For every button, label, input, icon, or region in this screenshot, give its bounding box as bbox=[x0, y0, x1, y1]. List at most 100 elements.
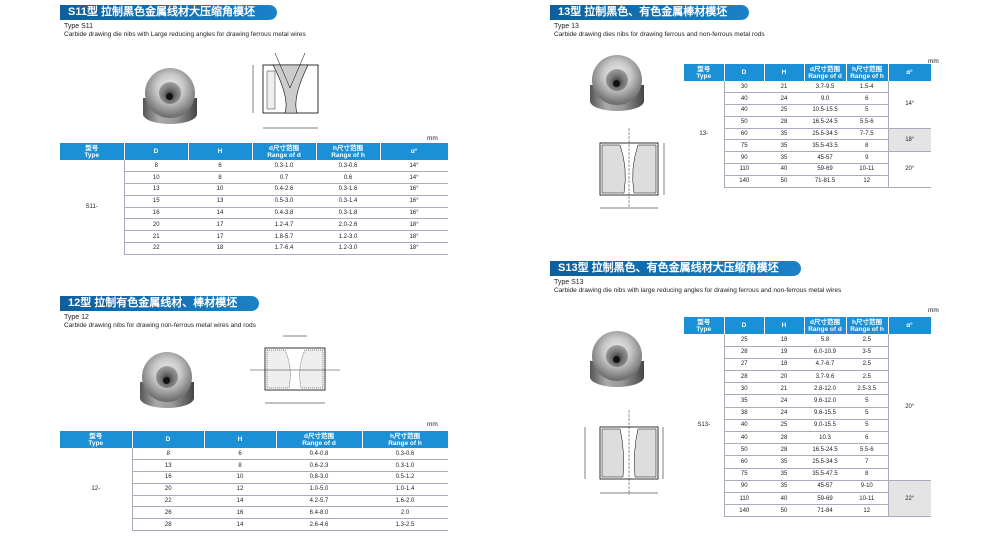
table-cell: 7-7.5 bbox=[846, 128, 888, 141]
table-cell: 2.6-4.6 bbox=[276, 518, 362, 532]
unit-label: mm bbox=[427, 135, 438, 142]
table-cell: 40 bbox=[724, 431, 764, 445]
table-cell: 110 bbox=[724, 163, 764, 176]
description: Carbide drawing dies nibs for drawing fe… bbox=[554, 31, 765, 38]
table-cell: 25.5-34.5 bbox=[804, 455, 846, 469]
table-cell: 5 bbox=[846, 407, 888, 420]
table-cell: 2.0 bbox=[362, 506, 448, 520]
table-cell: 9-10 bbox=[846, 480, 888, 493]
header-alpha: α° bbox=[888, 317, 932, 334]
header-alpha: α° bbox=[888, 64, 932, 81]
table-cell: 25 bbox=[764, 419, 804, 433]
table-cell: 16° bbox=[380, 183, 448, 196]
table-cell: 10.3 bbox=[804, 431, 846, 445]
table-cell: 16.5-24.5 bbox=[804, 116, 846, 129]
table-cell: 40 bbox=[724, 104, 764, 117]
table-cell: 5.5-6 bbox=[846, 116, 888, 129]
table-cell: 35 bbox=[764, 455, 804, 469]
table-cell: 35 bbox=[764, 151, 804, 165]
table-cell: 6 bbox=[188, 160, 252, 173]
table-cell: 28 bbox=[764, 116, 804, 129]
table-cell: 21 bbox=[764, 81, 804, 94]
table-cell: 28 bbox=[764, 443, 804, 457]
table-cell: 20 bbox=[764, 370, 804, 384]
table-cell: 10 bbox=[124, 171, 188, 185]
section-s11: S11型 拉制黑色金属线材大压缩角模坯 Type S11 Carbide dra… bbox=[60, 5, 450, 275]
table-cell: 10 bbox=[188, 183, 252, 196]
table-cell: 19 bbox=[764, 346, 804, 359]
header-d: D bbox=[724, 64, 765, 81]
table-cell: 38 bbox=[724, 407, 764, 420]
table-cell: 0.3-1.0 bbox=[252, 160, 316, 173]
table-cell: 28 bbox=[764, 431, 804, 445]
section-12: 12型 拉制有色金属线材、棒材模坯 Type 12 Carbide drawin… bbox=[60, 296, 450, 546]
table-cell: 5 bbox=[846, 104, 888, 117]
table-cell: 90 bbox=[724, 151, 764, 165]
table-cell: 35.5-47.5 bbox=[804, 468, 846, 481]
table-cell: 6 bbox=[846, 431, 888, 445]
table-cell: 5 bbox=[846, 419, 888, 433]
table-cell: 1.2-3.0 bbox=[316, 230, 380, 244]
cross-section-diagram bbox=[252, 52, 319, 129]
table-cell: 3-5 bbox=[846, 346, 888, 359]
section-13: 13型 拉制黑色、有色金属棒材模坯 Type 13 Carbide drawin… bbox=[550, 5, 940, 215]
table-cell: 14 bbox=[188, 207, 252, 220]
table-cell: 15 bbox=[124, 195, 188, 208]
header-d: D bbox=[132, 431, 205, 448]
table-cell: 110 bbox=[724, 492, 764, 506]
table-cell: 35 bbox=[764, 128, 804, 141]
table-cell: 0.5-1.2 bbox=[362, 471, 448, 484]
table-cell: 1.8-5.7 bbox=[252, 230, 316, 244]
type-label: Type 12 bbox=[64, 314, 89, 321]
table-cell: 16° bbox=[380, 195, 448, 208]
table-cell: 22 bbox=[124, 242, 188, 255]
table-cell: 13 bbox=[124, 183, 188, 196]
table-cell: 5.8 bbox=[804, 334, 846, 347]
type-label: Type S11 bbox=[64, 23, 94, 30]
table-cell: 18 bbox=[764, 358, 804, 372]
table-cell: 6.0-10.9 bbox=[804, 346, 846, 359]
table-cell: 1.7-6.4 bbox=[252, 242, 316, 255]
table-cell: 0.3-1.0 bbox=[362, 459, 448, 473]
section-title: 12型 拉制有色金属线材、棒材模坯 bbox=[60, 296, 260, 311]
table-cell: 24 bbox=[764, 407, 804, 420]
table-cell: 10-11 bbox=[846, 163, 888, 176]
table-cell: 2.8-12.0 bbox=[804, 382, 846, 396]
table-cell: 20° bbox=[887, 334, 931, 481]
table-cell: 8 bbox=[846, 139, 888, 153]
table-cell: 9.0 bbox=[804, 92, 846, 106]
table-cell: 13 bbox=[188, 195, 252, 208]
table-cell: 25 bbox=[724, 334, 764, 347]
table-cell: 75 bbox=[724, 468, 764, 481]
unit-label: mm bbox=[928, 58, 939, 65]
table-cell: 2.5 bbox=[846, 334, 888, 347]
table-cell: 18° bbox=[887, 128, 931, 153]
table-cell: 25.5-34.5 bbox=[804, 128, 846, 141]
table-cell: 1.0-5.0 bbox=[276, 483, 362, 496]
table-cell: 50 bbox=[724, 116, 764, 129]
